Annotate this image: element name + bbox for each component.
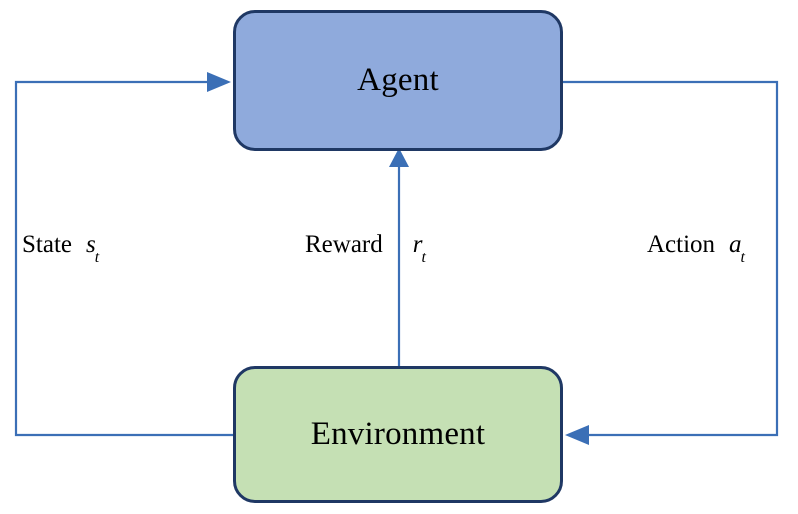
- action-symbol: a: [729, 231, 742, 258]
- environment-label: Environment: [310, 416, 486, 452]
- state-symbol: s: [86, 231, 96, 258]
- agent-node[interactable]: Agent: [233, 10, 563, 151]
- reward-name: Reward: [305, 231, 383, 258]
- reward-subscript: t: [421, 249, 426, 266]
- reward-connector: [389, 148, 409, 366]
- state-subscript: t: [94, 249, 100, 266]
- state-arrowhead: [207, 72, 231, 92]
- agent-label: Agent: [357, 62, 439, 98]
- action-arrowhead: [565, 425, 589, 445]
- state-connector: [14, 72, 233, 437]
- action-connector: [563, 80, 779, 445]
- reward-arrowhead: [389, 148, 409, 167]
- reward-edge-label: Reward rt: [305, 231, 427, 266]
- reward-symbol: r: [412, 231, 423, 258]
- environment-node[interactable]: Environment: [233, 366, 563, 503]
- action-subscript: t: [740, 249, 745, 266]
- action-name: Action: [647, 231, 716, 258]
- state-name: State: [22, 231, 72, 258]
